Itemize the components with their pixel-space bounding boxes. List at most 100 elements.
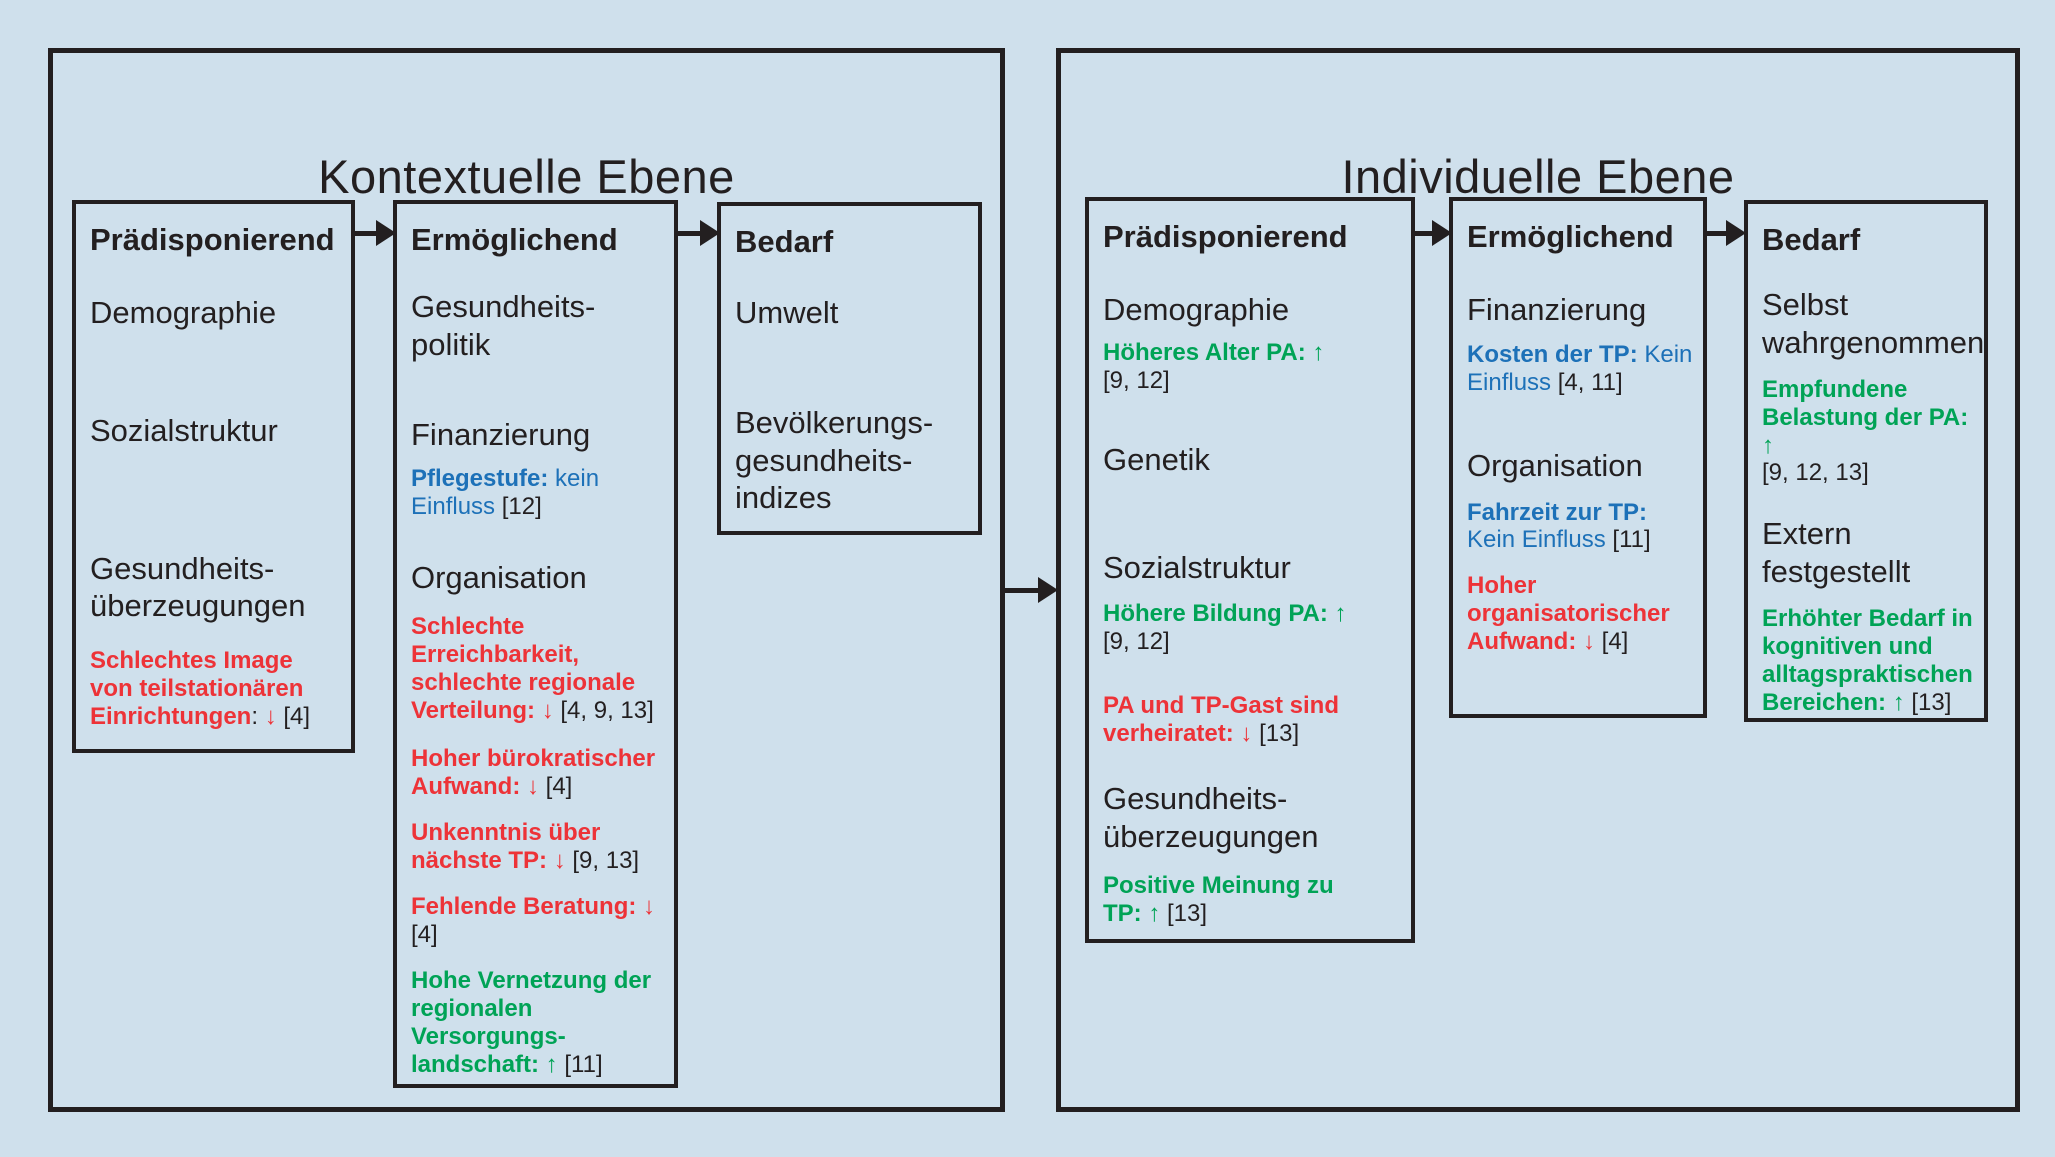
- finding-note: Schlechtes Image von teilstationären Ein…: [90, 647, 345, 731]
- text-segment: Empfundene Belastung der PA:: [1762, 375, 1969, 431]
- finding-note: Unkenntnis über nächste TP: ↓ [9, 13]: [411, 819, 668, 875]
- panel-title-individuelle-ebene: Individuelle Ebene: [1341, 150, 1735, 203]
- text-segment: Bevölkerungs- gesundheits- indizes: [735, 404, 934, 516]
- text-segment: [9, 12]: [1103, 628, 1170, 656]
- text-segment: ↓: [520, 772, 539, 800]
- finding-note: Hoher organisatorischer Aufwand: ↓ [4]: [1467, 572, 1697, 656]
- finding-note: Höheres Alter PA: ↑ [9, 12]: [1103, 339, 1405, 395]
- text-segment: ↑: [539, 1050, 558, 1078]
- category-label: Bevölkerungs- gesundheits- indizes: [735, 404, 972, 517]
- category-label: Finanzierung: [1467, 291, 1697, 329]
- text-segment: Hoher organisatorischer Aufwand:: [1467, 572, 1670, 656]
- finding-note: Positive Meinung zu TP: ↑ [13]: [1103, 872, 1405, 928]
- text-segment: [9, 12]: [1103, 366, 1170, 394]
- text-segment: [11]: [1605, 526, 1651, 554]
- box-header: Bedarf: [1762, 222, 1861, 257]
- finding-note: Schlechte Erreichbarkeit, schlechte regi…: [411, 613, 668, 725]
- category-label: Genetik: [1103, 441, 1405, 479]
- text-segment: Finanzierung: [411, 416, 591, 452]
- text-segment: ↑: [1141, 899, 1161, 927]
- arrow-icon-individuell-praed-to-ermoeglichend: [1412, 220, 1452, 246]
- arrowhead-icon: [376, 220, 396, 246]
- text-segment: ↓: [1233, 720, 1253, 748]
- text-segment: PA und TP-Gast sind verheiratet:: [1103, 692, 1340, 748]
- text-segment: Extern festgestellt: [1762, 516, 1911, 590]
- text-segment: ↓: [535, 697, 554, 725]
- category-label: Demographie: [1103, 291, 1405, 329]
- text-segment: ↓: [636, 892, 656, 920]
- text-segment: ↑: [1762, 431, 1774, 459]
- arrow-icon-kontextuell-praed-to-ermoeglichend: [352, 220, 396, 246]
- text-segment: ↑: [1327, 600, 1347, 628]
- finding-note: Fehlende Beratung: ↓ [4]: [411, 893, 668, 949]
- text-segment: Selbst wahrgenommen: [1762, 287, 1985, 360]
- category-label: Umwelt: [735, 294, 972, 332]
- arrowhead-icon: [1432, 220, 1452, 246]
- finding-note: Höhere Bildung PA: ↑ [9, 12]: [1103, 600, 1405, 656]
- text-segment: Höhere Bildung PA:: [1103, 600, 1328, 628]
- category-label: Organisation: [411, 559, 668, 597]
- arrow-shaft: [1000, 587, 1038, 593]
- box-header: Prädisponierend: [90, 222, 335, 257]
- text-segment: [13]: [1904, 688, 1952, 716]
- arrow-shaft: [1412, 230, 1432, 236]
- text-segment: Sozialstruktur: [1103, 549, 1291, 585]
- text-segment: [9, 12, 13]: [1762, 459, 1869, 487]
- text-segment: Sozialstruktur: [90, 412, 278, 448]
- text-segment: [9, 13]: [565, 846, 640, 874]
- finding-note: PA und TP-Gast sind verheiratet: ↓ [13]: [1103, 692, 1405, 748]
- text-segment: ↓: [264, 703, 277, 731]
- arrow-icon-kontextuell-ermoeglichend-to-bedarf: [676, 220, 720, 246]
- finding-note: Pflegestufe: kein Einfluss [12]: [411, 465, 668, 521]
- panel-kontextuelle-ebene: Kontextuelle Ebene: [48, 48, 1005, 1112]
- arrowhead-icon: [1038, 577, 1058, 603]
- text-segment: [13]: [1252, 720, 1300, 748]
- box-header: Ermöglichend: [1467, 219, 1674, 254]
- panel-title-kontextuelle-ebene: Kontextuelle Ebene: [318, 150, 735, 203]
- arrow-shaft: [1704, 230, 1726, 236]
- arrow-icon-individuell-ermoeglichend-to-bedarf: [1704, 220, 1746, 246]
- text-segment: Kosten der TP:: [1467, 340, 1638, 368]
- text-segment: Schlechtes Image von teilstationären Ein…: [90, 647, 304, 731]
- text-segment: [4, 9, 13]: [553, 697, 654, 725]
- text-segment: Gesundheits- überzeugungen: [1103, 781, 1319, 854]
- text-segment: [4]: [411, 920, 438, 948]
- text-segment: Schlechte Erreichbarkeit, schlechte regi…: [411, 613, 636, 725]
- text-segment: Kein Einfluss: [1467, 340, 1693, 396]
- text-segment: Kein Einfluss: [1467, 526, 1606, 554]
- box-header: Prädisponierend: [1103, 219, 1348, 254]
- arrow-shaft: [352, 230, 376, 236]
- category-label: Sozialstruktur: [1103, 549, 1405, 587]
- arrow-icon-kontextuell-to-individuell: [1000, 577, 1058, 603]
- category-label: Demographie: [90, 294, 345, 332]
- text-segment: Organisation: [1467, 447, 1643, 483]
- text-segment: [4, 11]: [1551, 368, 1623, 396]
- text-segment: Gesundheits- politik: [411, 289, 596, 362]
- arrowhead-icon: [1726, 220, 1746, 246]
- finding-note: Kosten der TP: Kein Einfluss [4, 11]: [1467, 341, 1697, 397]
- finding-note: Empfundene Belastung der PA: ↑ [9, 12, 1…: [1762, 376, 1978, 488]
- category-label: Selbst wahrgenommen: [1762, 286, 1984, 362]
- text-segment: Fahrzeit zur TP:: [1467, 498, 1648, 526]
- box-header: Ermöglichend: [411, 222, 618, 257]
- text-segment: Demographie: [1103, 292, 1290, 327]
- category-label: Gesundheits- überzeugungen: [1103, 780, 1405, 856]
- panel-individuelle-ebene: Individuelle Ebene: [1056, 48, 2020, 1112]
- arrowhead-icon: [700, 220, 720, 246]
- text-segment: Demographie: [90, 295, 277, 330]
- finding-note: Hohe Vernetzung der regionalen Versorgun…: [411, 967, 668, 1079]
- text-segment: Hohe Vernetzung der regionalen Versorgun…: [411, 966, 652, 1078]
- text-segment: Erhöhter Bedarf in kognitiven und alltag…: [1762, 605, 1973, 716]
- finding-note: Fahrzeit zur TP: Kein Einfluss [11]: [1467, 499, 1697, 555]
- text-segment: [11]: [557, 1050, 603, 1078]
